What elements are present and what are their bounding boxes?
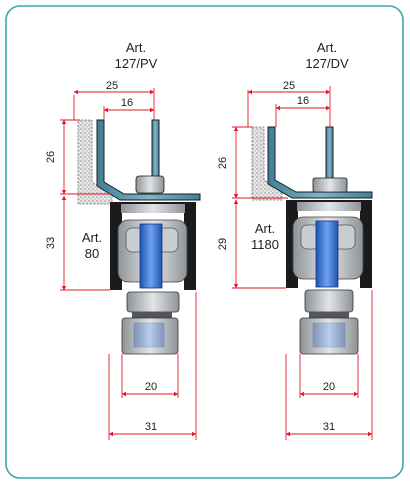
right-dim-31: 31 bbox=[323, 421, 335, 433]
right-bracket bbox=[267, 126, 373, 199]
right-hanger-insert bbox=[312, 322, 346, 348]
left-assembly: Art. 127/PV bbox=[45, 40, 201, 440]
left-title-line2: 127/PV bbox=[115, 56, 158, 71]
left-nut bbox=[126, 291, 180, 313]
right-dim-16: 16 bbox=[297, 95, 309, 107]
right-bracket-upright bbox=[325, 126, 334, 185]
left-dim-25: 25 bbox=[106, 80, 118, 92]
left-hanger-insert bbox=[133, 322, 165, 348]
left-body-line2: 80 bbox=[85, 246, 99, 261]
right-track bbox=[286, 200, 372, 288]
right-body-line2: 1180 bbox=[251, 237, 279, 252]
left-bracket bbox=[96, 119, 201, 201]
left-track-top bbox=[121, 204, 185, 213]
left-bolt-head bbox=[135, 175, 165, 194]
left-axle bbox=[139, 223, 163, 289]
left-dim-26: 26 bbox=[45, 151, 57, 163]
right-dim-25: 25 bbox=[283, 80, 295, 92]
right-bolt-nut bbox=[312, 177, 348, 193]
border-frame bbox=[5, 5, 404, 479]
right-title-line2: 127/DV bbox=[305, 56, 349, 71]
right-body-line1: Art. bbox=[255, 221, 275, 236]
right-nut bbox=[304, 289, 354, 313]
left-washer bbox=[132, 312, 172, 318]
left-dim-31: 31 bbox=[145, 421, 157, 433]
right-dim-29: 29 bbox=[217, 238, 229, 250]
right-track-top bbox=[297, 202, 361, 211]
right-title-line1: Art. bbox=[317, 40, 337, 55]
right-assembly: Art. 127/DV bbox=[217, 40, 373, 440]
left-dim-20: 20 bbox=[145, 381, 157, 393]
left-dim-16: 16 bbox=[121, 97, 133, 109]
left-body-line1: Art. bbox=[82, 230, 102, 245]
left-dim-33: 33 bbox=[45, 237, 57, 249]
right-axle bbox=[315, 220, 339, 288]
left-title-line1: Art. bbox=[126, 40, 146, 55]
right-wall-section bbox=[251, 126, 283, 201]
right-dim-20: 20 bbox=[323, 381, 335, 393]
left-track bbox=[110, 202, 196, 290]
right-washer bbox=[309, 312, 349, 318]
right-dim-26: 26 bbox=[217, 157, 229, 169]
